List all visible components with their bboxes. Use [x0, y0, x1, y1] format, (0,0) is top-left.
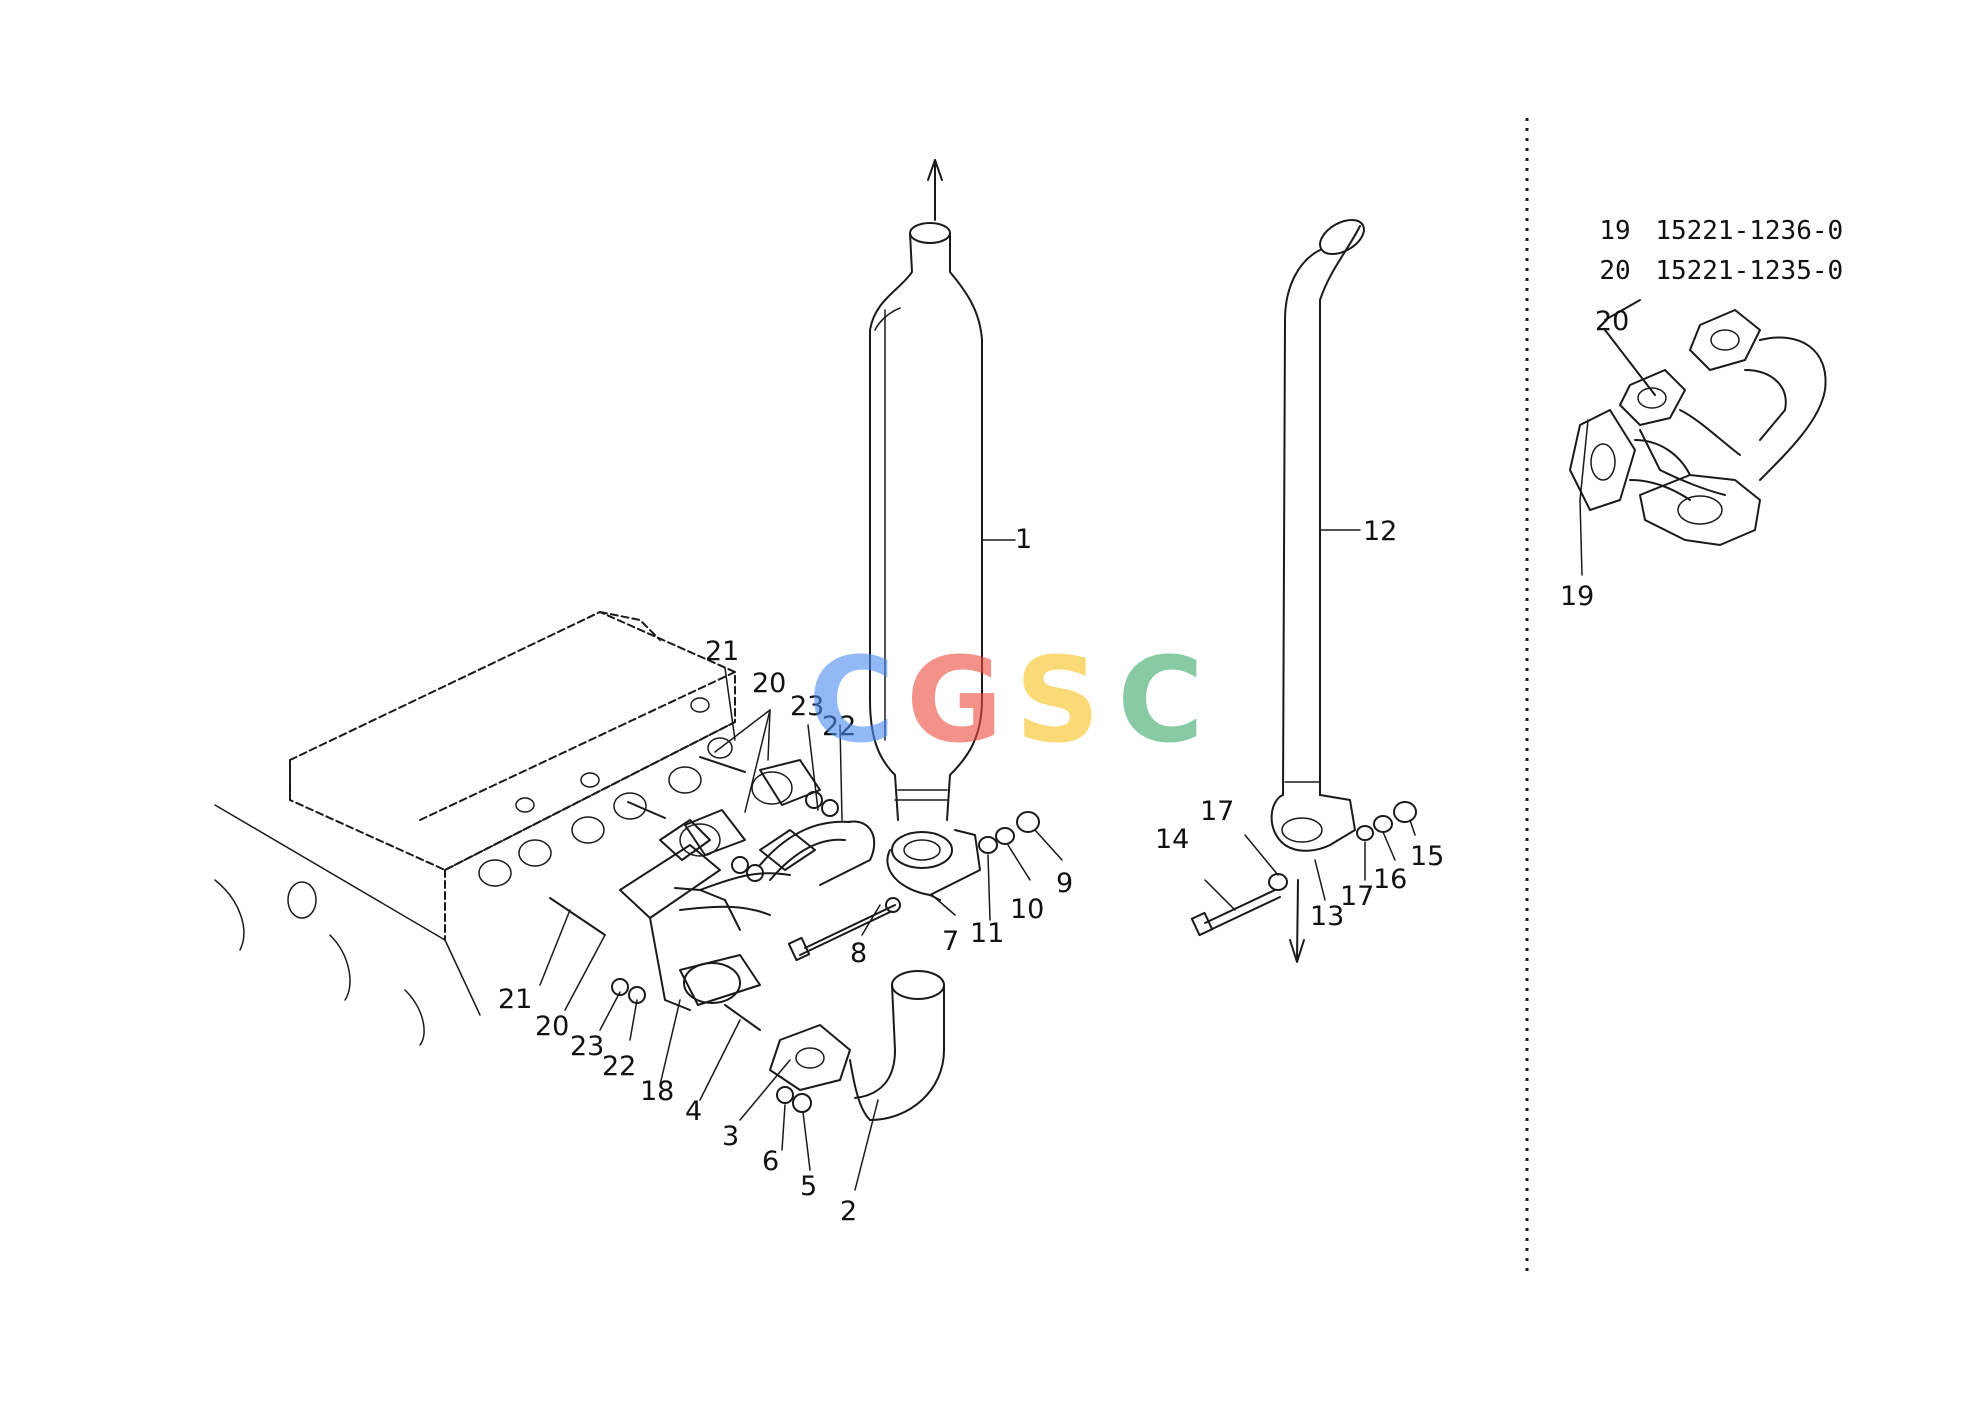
callout-11: 11	[970, 918, 1004, 949]
callout-5: 5	[800, 1171, 817, 1202]
inset-callout-20: 20	[1595, 306, 1629, 337]
callout-15: 15	[1410, 841, 1444, 872]
ref-item-number: 19	[1599, 216, 1631, 246]
callout-20-lower: 20	[535, 1011, 569, 1042]
callout-3: 3	[722, 1121, 739, 1152]
leader-lines	[539, 529, 1416, 1191]
fasteners-left	[549, 756, 839, 1113]
exhaust-manifold	[619, 759, 876, 1011]
ref-part-number: 15221-1235-0	[1655, 256, 1844, 286]
ref-item-number: 20	[1599, 256, 1631, 286]
callout-14: 14	[1155, 824, 1189, 855]
callout-22-upper: 22	[822, 711, 856, 742]
callout-18: 18	[640, 1076, 674, 1107]
callout-labels: 1 2 3 4 5 6 7 8 9 10 11 12 13 14 15 16 1…	[498, 306, 1629, 1227]
watermark-letter: C	[1117, 631, 1204, 769]
inset-callout-19: 19	[1560, 581, 1594, 612]
part-reference-row-19: 19 15221-1236-0	[1568, 186, 1843, 246]
inset-manifold-detail	[1569, 299, 1827, 576]
callout-20-upper: 20	[752, 668, 786, 699]
callout-6: 6	[762, 1146, 779, 1177]
watermark-letter: G	[906, 631, 1003, 769]
callout-13: 13	[1310, 901, 1344, 932]
muffler	[869, 159, 983, 901]
engine-block	[214, 611, 736, 1046]
callout-7: 7	[942, 926, 959, 957]
callout-12: 12	[1363, 516, 1397, 547]
callout-16: 16	[1373, 864, 1407, 895]
clamp-hardware-muffler	[787, 811, 1040, 962]
callout-9: 9	[1056, 868, 1073, 899]
callout-17-lower: 17	[1340, 881, 1374, 912]
watermark-letter: S	[1015, 631, 1100, 769]
callout-4: 4	[685, 1096, 702, 1127]
tail-pipe	[1270, 218, 1365, 852]
elbow-pipe	[769, 970, 945, 1121]
watermark-letter: C	[808, 631, 895, 769]
part-reference-row-20: 20 15221-1235-0	[1568, 226, 1843, 286]
callout-21-upper: 21	[705, 636, 739, 667]
callout-2: 2	[840, 1196, 857, 1227]
callout-10: 10	[1010, 894, 1044, 925]
callout-8: 8	[850, 938, 867, 969]
callout-23-upper: 23	[790, 691, 824, 722]
callout-23-lower: 23	[570, 1031, 604, 1062]
callout-22-lower: 22	[602, 1051, 636, 1082]
callout-1: 1	[1015, 524, 1032, 555]
ref-part-number: 15221-1236-0	[1655, 216, 1844, 246]
callout-17-upper: 17	[1200, 796, 1234, 827]
callout-21-lower: 21	[498, 984, 532, 1015]
